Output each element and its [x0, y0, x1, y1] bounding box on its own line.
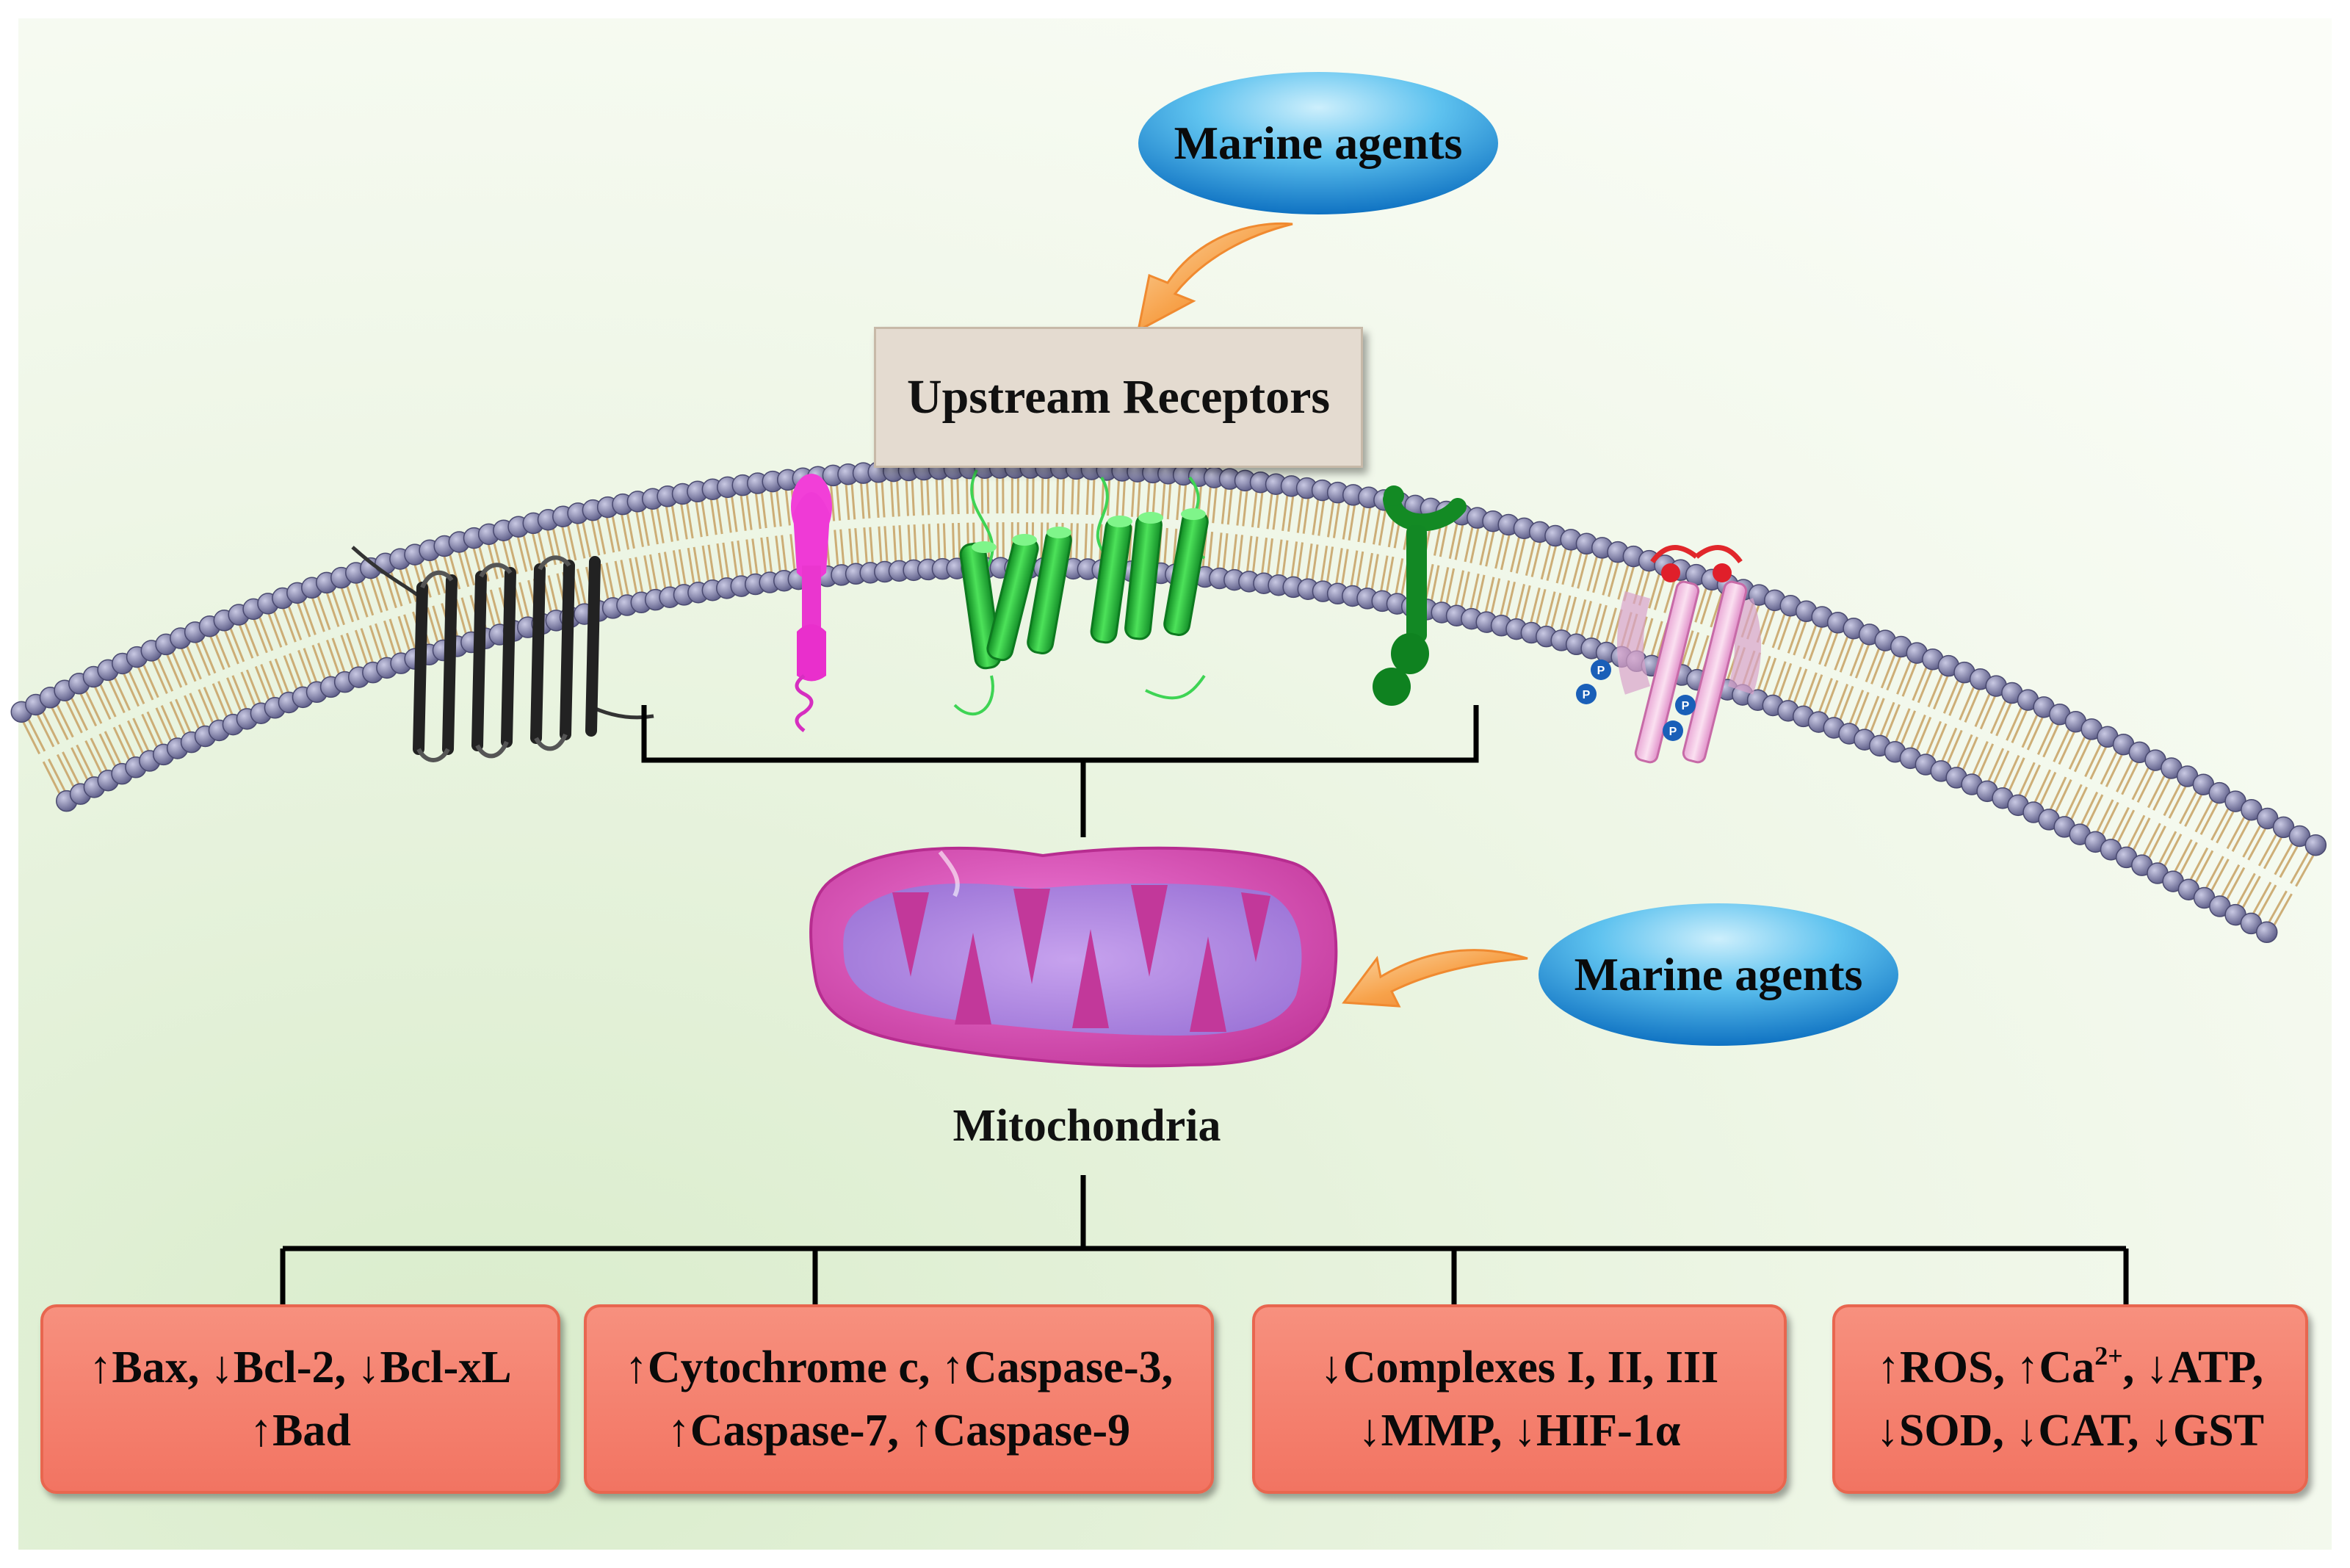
box-line: ↑Cytochrome c, ↑Caspase-3, — [624, 1343, 1174, 1392]
box-line: ↓MMP, ↓HIF-1α — [1358, 1406, 1681, 1456]
upstream-receptors-box: Upstream Receptors — [874, 327, 1363, 468]
effect-box-complexes: ↓Complexes I, II, III ↓MMP, ↓HIF-1α — [1252, 1304, 1787, 1494]
box-line: ↑Bax, ↓Bcl-2, ↓Bcl-xL — [89, 1343, 512, 1392]
mitochondria-label: Mitochondria — [952, 1101, 1221, 1151]
dark-green-receptor — [1373, 485, 1467, 706]
lipid-head — [2304, 834, 2327, 856]
pink-tyrosine-kinase-receptor: P P P P — [1576, 545, 1761, 764]
box-line: ↓Complexes I, II, III — [1320, 1343, 1719, 1392]
mitochondria-bracket-connector — [280, 1175, 2129, 1304]
marine-agents-mid-label: Marine agents — [1574, 948, 1863, 1000]
superscript: 2+ — [2094, 1341, 2123, 1370]
phospho-p-label: P — [1682, 700, 1690, 712]
box-line-part: ↑ROS, ↑Ca — [1877, 1343, 2095, 1392]
effect-box-bcl2-family: ↑Bax, ↓Bcl-2, ↓Bcl-xL ↑Bad — [40, 1304, 560, 1494]
upstream-receptors-label: Upstream Receptors — [906, 370, 1331, 424]
box-line-part: , ↓ATP, — [2122, 1343, 2263, 1392]
lipid-head — [2255, 921, 2278, 944]
green-helical-receptor — [953, 469, 1209, 716]
black-multipass-receptor — [351, 546, 654, 762]
marine-agents-mid-ellipse — [1539, 903, 1898, 1046]
marine-agents-top-label: Marine agents — [1174, 117, 1463, 169]
phospho-p-label: P — [1597, 665, 1605, 677]
arrow-top-icon — [1136, 222, 1293, 333]
box-line: ↑Bad — [250, 1406, 351, 1456]
box-line: ↓SOD, ↓CAT, ↓GST — [1876, 1406, 2265, 1456]
magenta-receptor — [791, 474, 832, 732]
effect-box-caspases: ↑Cytochrome c, ↑Caspase-3, ↑Caspase-7, ↑… — [584, 1304, 1214, 1494]
mitochondria-illustration — [809, 846, 1338, 1068]
marine-agents-top-ellipse — [1138, 72, 1498, 214]
box-line: ↑Caspase-7, ↑Caspase-9 — [667, 1406, 1131, 1456]
effect-box-ros: ↑ROS, ↑Ca2+, ↓ATP, ↓SOD, ↓CAT, ↓GST — [1832, 1304, 2308, 1494]
arrow-mid-icon — [1342, 949, 1528, 1008]
phospho-p-label: P — [1583, 689, 1591, 701]
box-line: ↑ROS, ↑Ca2+, ↓ATP, — [1877, 1336, 2263, 1399]
receptor-bracket-connector — [641, 705, 1479, 837]
phospho-p-label: P — [1669, 726, 1677, 738]
